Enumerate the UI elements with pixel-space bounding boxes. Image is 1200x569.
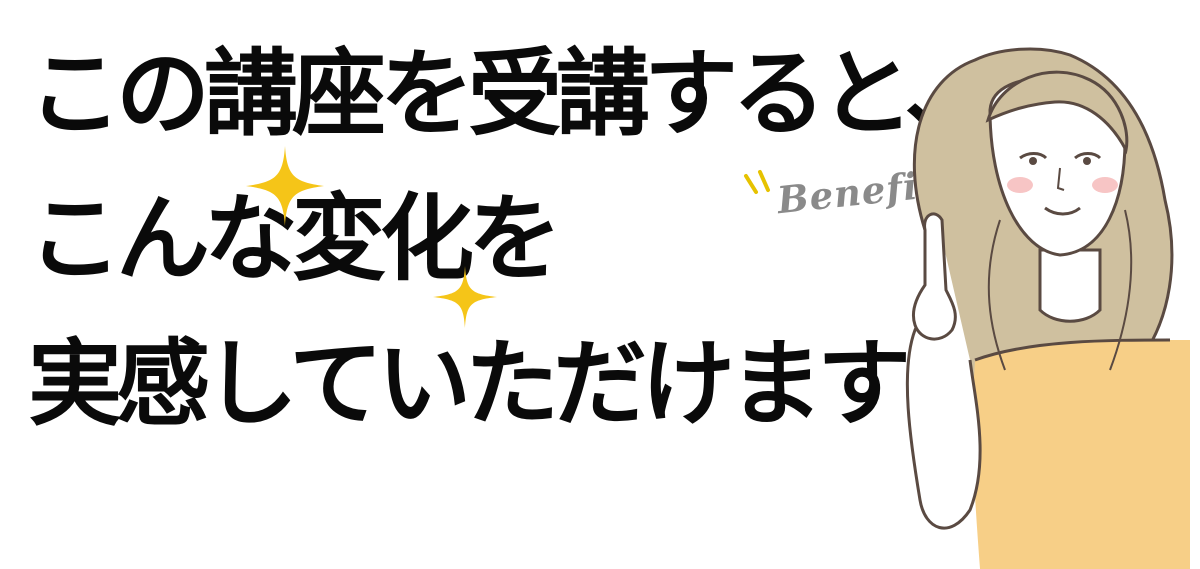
sparkle-icon <box>433 266 497 328</box>
headline-line-2: こんな変化を <box>28 185 562 294</box>
headline-line-1: この講座を受講すると、 <box>28 40 998 149</box>
headline-line-3: 実感していただけます！ <box>28 330 999 439</box>
woman-illustration <box>905 47 1190 569</box>
sparkle-icon <box>246 146 324 226</box>
